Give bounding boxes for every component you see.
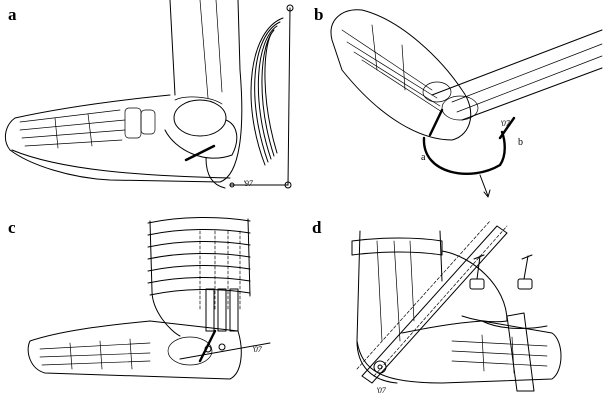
panel-d-drawing — [351, 220, 562, 392]
panel-a: a '97 — [0, 0, 302, 201]
panel-c-signature: '07 — [252, 345, 262, 354]
pin-marker-b: b — [518, 137, 523, 148]
pin-marker-a: a — [421, 152, 426, 163]
panel-b-drawing — [330, 9, 603, 198]
panel-c: c '07 — [0, 201, 302, 402]
panel-b: b '07 a b — [302, 0, 604, 201]
panel-a-signature: '97 — [243, 179, 253, 188]
panel-a-label: a — [8, 5, 17, 24]
panel-d-signature: '07 — [376, 386, 386, 395]
panel-a-drawing — [4, 0, 294, 189]
panel-d-label: d — [312, 218, 322, 237]
panel-b-signature: '07 — [500, 119, 510, 128]
panel-c-label: c — [8, 218, 16, 237]
panel-b-label: b — [314, 5, 324, 24]
panel-c-drawing — [27, 216, 271, 380]
panel-d: d '07 — [302, 201, 604, 402]
